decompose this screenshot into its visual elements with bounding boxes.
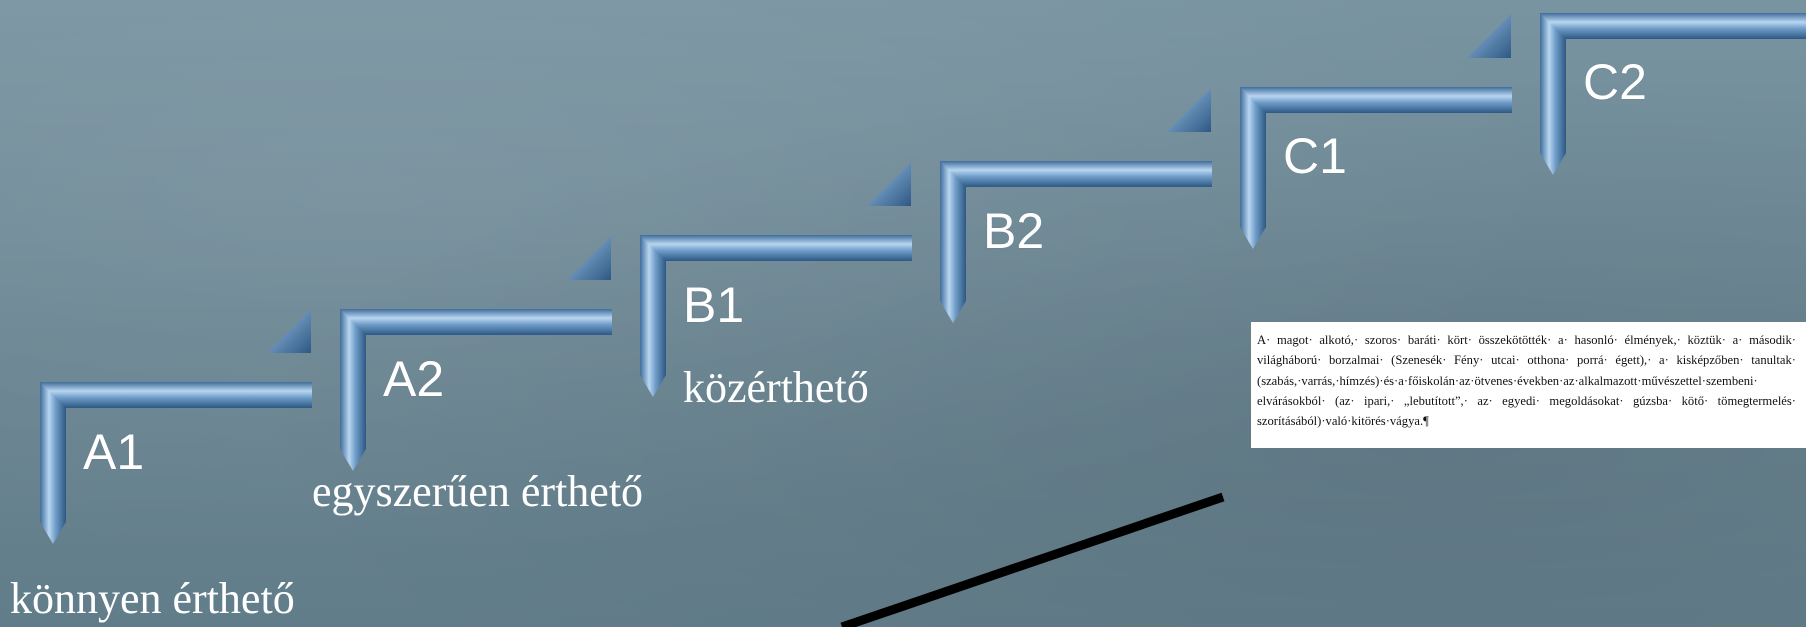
stair-corner-triangle — [567, 236, 611, 280]
level-label-a1: A1 — [83, 424, 145, 480]
step-top-bar — [40, 382, 312, 408]
level-label-b2: B2 — [983, 203, 1045, 259]
paragraph-text-box: A· magot· alkotó,· szoros· baráti· kört·… — [1251, 322, 1806, 448]
level-label-b1: B1 — [683, 277, 745, 333]
level-label-a2: A2 — [383, 351, 445, 407]
stair-step-b1 — [640, 235, 912, 397]
stair-corner-triangle — [1467, 14, 1511, 58]
level-description-a1: könnyen érthető — [10, 574, 295, 623]
level-description-b1: közérthető — [683, 363, 869, 412]
stair-step-a2 — [340, 309, 612, 471]
stair-step-a1 — [40, 382, 312, 544]
level-label-c2: C2 — [1583, 54, 1647, 110]
stair-step-b2 — [940, 161, 1212, 323]
stair-corner-triangle — [867, 162, 911, 206]
stair-step-c2 — [1540, 13, 1806, 175]
stair-step-c1 — [1240, 87, 1512, 249]
step-side-bar — [40, 382, 66, 544]
stair-corner-triangle — [1167, 88, 1211, 132]
paragraph-text: A· magot· alkotó,· szoros· baráti· kört·… — [1257, 333, 1796, 429]
level-description-a2: egyszerűen érthető — [312, 467, 644, 516]
level-label-c1: C1 — [1283, 128, 1347, 184]
stair-corner-triangle — [267, 309, 311, 353]
